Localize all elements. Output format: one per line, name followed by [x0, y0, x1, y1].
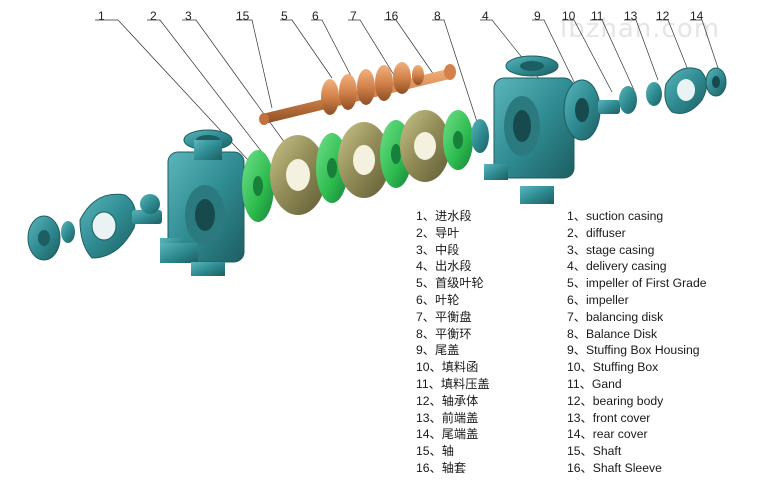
legend-en-item: 5、impeller of First Grade — [567, 276, 707, 291]
legend-en-item: 7、balancing disk — [567, 309, 664, 324]
shaft-impeller-assembly — [259, 62, 456, 125]
legend-cn-item: 6、叶轮 — [416, 292, 460, 307]
callout-4: 4 — [482, 9, 489, 23]
left-bearing-assembly — [27, 193, 162, 261]
legend-cn-item: 10、填料函 — [416, 360, 479, 375]
legend-en-item: 10、Stuffing Box — [567, 360, 659, 375]
stage-stack — [242, 110, 489, 222]
legend-en-item: 9、Stuffing Box Housing — [567, 343, 700, 358]
legend-english: 1、suction casing 2、diffuser 3、stage casi… — [567, 208, 707, 477]
legend-cn-item: 15、轴 — [416, 444, 454, 459]
legend-cn-item: 11、填料压盖 — [416, 376, 490, 391]
legend-cn-item: 14、尾端盖 — [416, 427, 479, 442]
legend-chinese: 1、进水段 2、导叶 3、中段 4、出水段 5、首级叶轮 6、叶轮 7、平衡盘 … — [416, 208, 490, 477]
legend-en-item: 14、rear cover — [567, 427, 648, 442]
callout-9: 9 — [534, 9, 541, 23]
callout-10: 10 — [562, 9, 576, 23]
suction-casing — [160, 129, 245, 276]
legend-cn-item: 9、尾盖 — [416, 343, 460, 358]
callout-5: 5 — [281, 9, 288, 23]
legend-cn-item: 1、进水段 — [416, 209, 472, 223]
legend-en-item: 1、suction casing — [567, 209, 664, 223]
callout-15: 15 — [236, 9, 250, 23]
legend-en-item: 12、bearing body — [567, 393, 664, 408]
callout-8: 8 — [434, 9, 441, 23]
legend-en-item: 16、Shaft Sleeve — [567, 460, 662, 475]
legend-cn-item: 7、平衡盘 — [416, 309, 472, 324]
callout-13: 13 — [624, 9, 638, 23]
legend-en-item: 13、front cover — [567, 410, 651, 425]
legend-cn-item: 8、平衡环 — [416, 326, 472, 341]
legend-cn-item: 4、出水段 — [416, 259, 472, 274]
legend-cn-item: 5、首级叶轮 — [416, 276, 484, 291]
delivery-casing — [484, 55, 575, 204]
callout-3: 3 — [185, 9, 192, 23]
legend-cn-item: 12、轴承体 — [416, 393, 479, 408]
callout-2: 2 — [150, 9, 157, 23]
callout-12: 12 — [656, 9, 670, 23]
right-bearing-assembly — [563, 67, 727, 141]
legend-en-item: 8、Balance Disk — [567, 326, 658, 341]
leader-lines — [95, 19, 719, 161]
legend-en-item: 4、delivery casing — [567, 259, 667, 274]
legend-cn-item: 3、中段 — [416, 242, 460, 257]
legend-cn-item: 2、导叶 — [416, 225, 460, 240]
callout-16: 16 — [385, 9, 399, 23]
legend-en-item: 11、Gand — [567, 376, 622, 391]
callout-14: 14 — [690, 9, 704, 23]
callout-6: 6 — [312, 9, 319, 23]
callout-7: 7 — [350, 9, 357, 23]
legend-en-item: 6、impeller — [567, 292, 629, 307]
legend-cn-item: 13、前端盖 — [416, 410, 479, 425]
legend-en-item: 15、Shaft — [567, 444, 622, 459]
callout-1: 1 — [98, 9, 105, 23]
callout-11: 11 — [591, 9, 604, 23]
legend-en-item: 3、stage casing — [567, 242, 655, 257]
legend-cn-item: 16、轴套 — [416, 460, 467, 475]
legend-en-item: 2、diffuser — [567, 225, 626, 240]
